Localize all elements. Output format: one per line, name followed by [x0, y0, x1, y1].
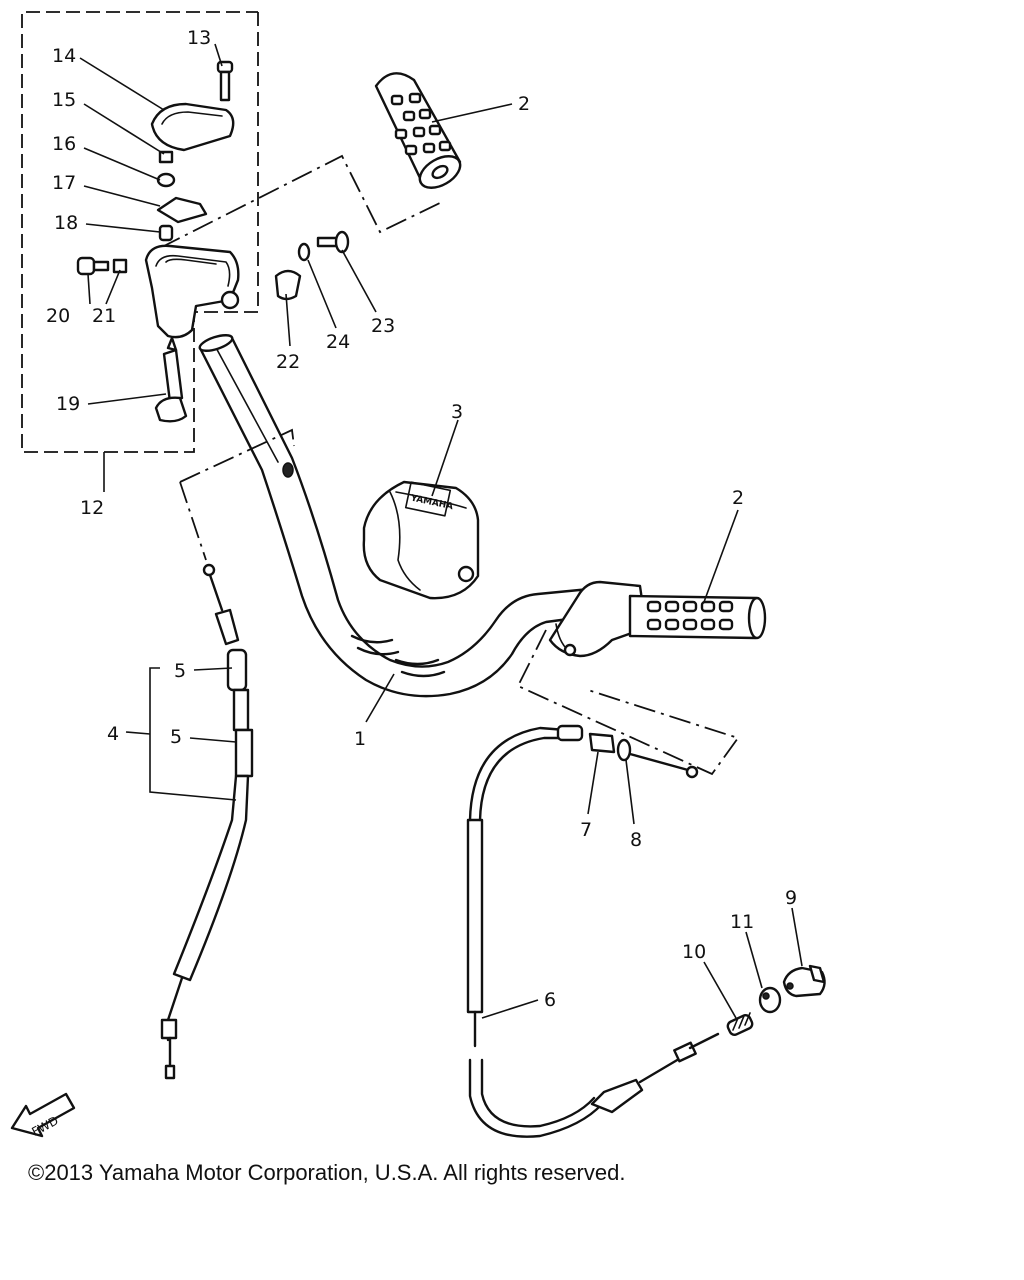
- right-grip: [548, 580, 767, 658]
- callout-13: 13: [187, 27, 211, 49]
- callout-6: 6: [544, 989, 556, 1011]
- callout-18: 18: [54, 212, 78, 234]
- callout-8: 8: [630, 829, 642, 851]
- throttle-cable: [160, 563, 254, 1080]
- lever-17: [156, 196, 208, 224]
- fitting-11: [758, 986, 782, 1014]
- callout-24: 24: [326, 331, 350, 353]
- callout-labels: 1 2 2 3 4 5 5 6 7 8 9 10 11 12 13 14 15 …: [46, 27, 797, 1011]
- spring-18: [158, 224, 174, 242]
- callout-15: 15: [52, 89, 76, 111]
- handlebar: [198, 334, 608, 698]
- callout-22: 22: [276, 351, 300, 373]
- washer-24: [297, 242, 311, 262]
- nut-15: [158, 150, 174, 164]
- callout-19: 19: [56, 393, 80, 415]
- lever-19: [154, 336, 188, 423]
- callout-2-right-grip: 2: [732, 487, 744, 509]
- callout-5-lower: 5: [170, 726, 182, 748]
- joint-9: [782, 964, 826, 998]
- housing-cover-14: [150, 102, 235, 152]
- callout-16: 16: [52, 133, 76, 155]
- throttle-housing: [144, 244, 240, 339]
- cable-6: [466, 724, 720, 1138]
- screw-13: [216, 60, 234, 102]
- clamp-22: [274, 269, 302, 301]
- left-grip: [374, 72, 462, 189]
- callout-2-left-grip: 2: [518, 93, 530, 115]
- callout-3: 3: [451, 401, 463, 423]
- left-grip-alignment-line: [159, 154, 443, 249]
- throttle-assembly-group-box: [21, 11, 259, 492]
- callout-5-upper: 5: [174, 660, 186, 682]
- lever-alignment-line: [516, 629, 740, 776]
- washer-16: [156, 172, 176, 188]
- callout-20: 20: [46, 305, 70, 327]
- leader-lines: [79, 43, 803, 1019]
- screw-23: [316, 230, 350, 254]
- spring-10: [726, 1012, 754, 1036]
- forward-arrow: FWD: [10, 1092, 76, 1139]
- callout-17: 17: [52, 172, 76, 194]
- copyright-notice: ©2013 Yamaha Motor Corporation, U.S.A. A…: [28, 1160, 626, 1185]
- callout-14: 14: [52, 45, 76, 67]
- handlebar-cover: YAMAHA: [362, 480, 480, 600]
- callout-23: 23: [371, 315, 395, 337]
- callout-21: 21: [92, 305, 116, 327]
- cable-alignment-line: [179, 428, 295, 483]
- callout-10: 10: [682, 941, 706, 963]
- callout-11: 11: [730, 911, 754, 933]
- screw-20: [76, 256, 110, 276]
- callout-4: 4: [107, 723, 119, 745]
- callout-7: 7: [580, 819, 592, 841]
- callout-1: 1: [354, 728, 366, 750]
- callout-9: 9: [785, 887, 797, 909]
- cable-end-alignment-line: [179, 481, 207, 561]
- callout-12: 12: [80, 497, 104, 519]
